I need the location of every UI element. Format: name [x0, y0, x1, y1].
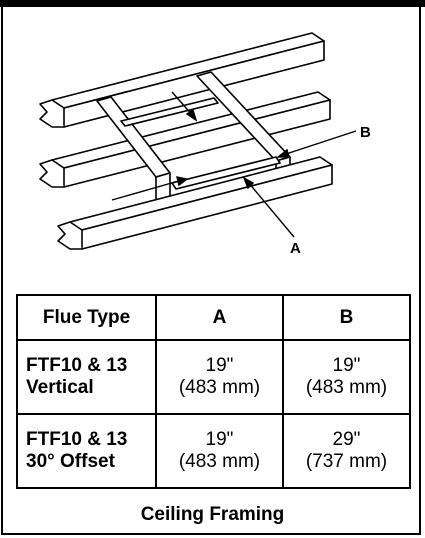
- trimmer-back: [120, 97, 219, 127]
- header-flue-type: Flue Type: [16, 294, 157, 341]
- value-inches: 29": [332, 429, 361, 450]
- header-a: A: [155, 294, 284, 341]
- ceiling-framing-illustration: A B: [39, 32, 371, 257]
- value-mm: (737 mm): [305, 451, 388, 472]
- label-b-leader: [282, 130, 357, 156]
- row-label-line1: FTF10 & 13: [26, 429, 128, 450]
- arrowhead: [275, 148, 290, 158]
- row-label: FTF10 & 13 30° Offset: [16, 413, 157, 489]
- value-mm: (483 mm): [178, 451, 261, 472]
- table-header-row: Flue Type A B: [16, 294, 411, 341]
- arrowhead: [176, 176, 189, 187]
- value-inches: 19": [205, 429, 234, 450]
- arrowhead: [242, 176, 255, 190]
- figure-frame: [1, 7, 421, 535]
- row-label-line2: Vertical: [26, 377, 94, 398]
- arrowhead: [185, 108, 198, 122]
- joist-middle: [39, 91, 331, 188]
- cell-b: 29" (737 mm): [282, 413, 411, 489]
- top-rule: [0, 0, 425, 7]
- value-inches: 19": [332, 355, 361, 376]
- cell-a: 19" (483 mm): [155, 413, 284, 489]
- value-mm: (483 mm): [305, 377, 388, 398]
- row-label-line1: FTF10 & 13: [26, 355, 128, 376]
- value-inches: 19": [205, 355, 234, 376]
- cell-a: 19" (483 mm): [155, 339, 284, 415]
- value-mm: (483 mm): [178, 377, 261, 398]
- dimension-a-arrow-lower: [111, 179, 183, 201]
- label-a: A: [290, 240, 301, 257]
- clearance-table: Flue Type A B FTF10 & 13 Vertical 19" (4…: [16, 294, 411, 489]
- label-a-leader: [247, 181, 295, 238]
- joist-back: [39, 32, 325, 128]
- trimmer-front: [171, 156, 281, 190]
- header-b: B: [282, 294, 411, 341]
- table-row: FTF10 & 13 30° Offset 19" (483 mm) 29" (…: [16, 413, 411, 489]
- cell-b: 19" (483 mm): [282, 339, 411, 415]
- figure-caption: Ceiling Framing: [140, 504, 285, 525]
- table-row: FTF10 & 13 Vertical 19" (483 mm) 19" (48…: [16, 339, 411, 415]
- label-b: B: [360, 124, 371, 141]
- row-label: FTF10 & 13 Vertical: [16, 339, 157, 415]
- row-label-line2: 30° Offset: [26, 451, 115, 472]
- header-left: [96, 96, 171, 203]
